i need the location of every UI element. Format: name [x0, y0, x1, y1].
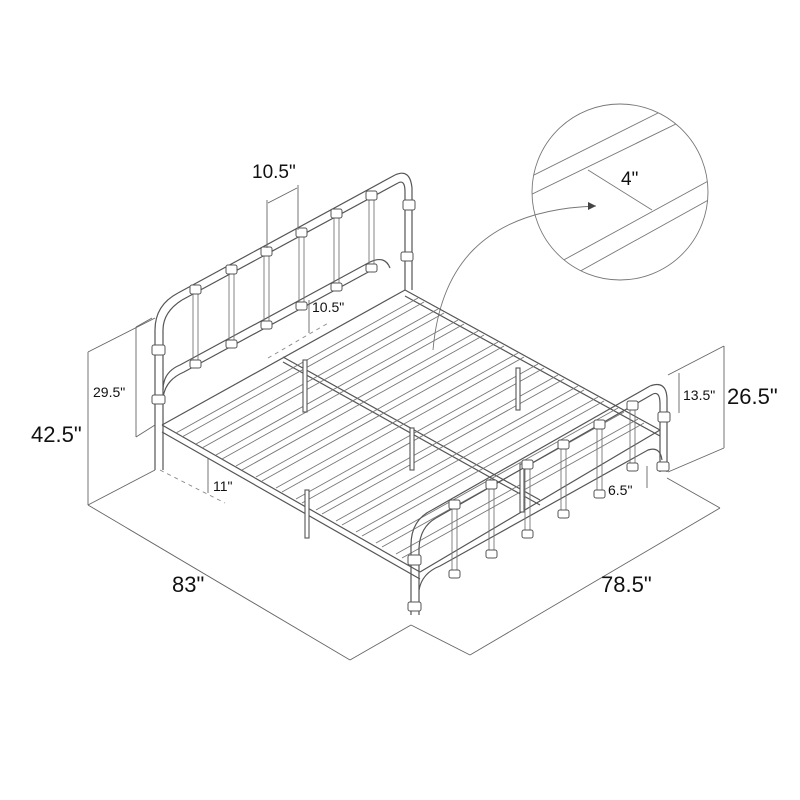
dim-length: 83" [172, 572, 205, 597]
dim-footboard-rail-clearance: 6.5" [608, 482, 633, 498]
detail-callout-circle [432, 103, 709, 351]
dim-headboard-height: 29.5" [93, 384, 126, 400]
bed-platform [161, 289, 661, 580]
dim-footboard-height: 26.5" [727, 384, 778, 409]
dim-width: 78.5" [601, 572, 652, 597]
footboard [407, 383, 671, 615]
dim-footboard-above-rail: 13.5" [683, 387, 716, 403]
dim-spindle-spacing: 10.5" [252, 162, 296, 183]
dim-under-bed-clearance: 11" [213, 478, 233, 494]
dim-headboard-above-rail: 10.5" [312, 299, 345, 315]
dim-slat-gap: 4" [621, 169, 639, 190]
dim-total-height: 42.5" [31, 422, 82, 447]
headboard [151, 172, 416, 470]
dimension-lines [87, 185, 725, 661]
